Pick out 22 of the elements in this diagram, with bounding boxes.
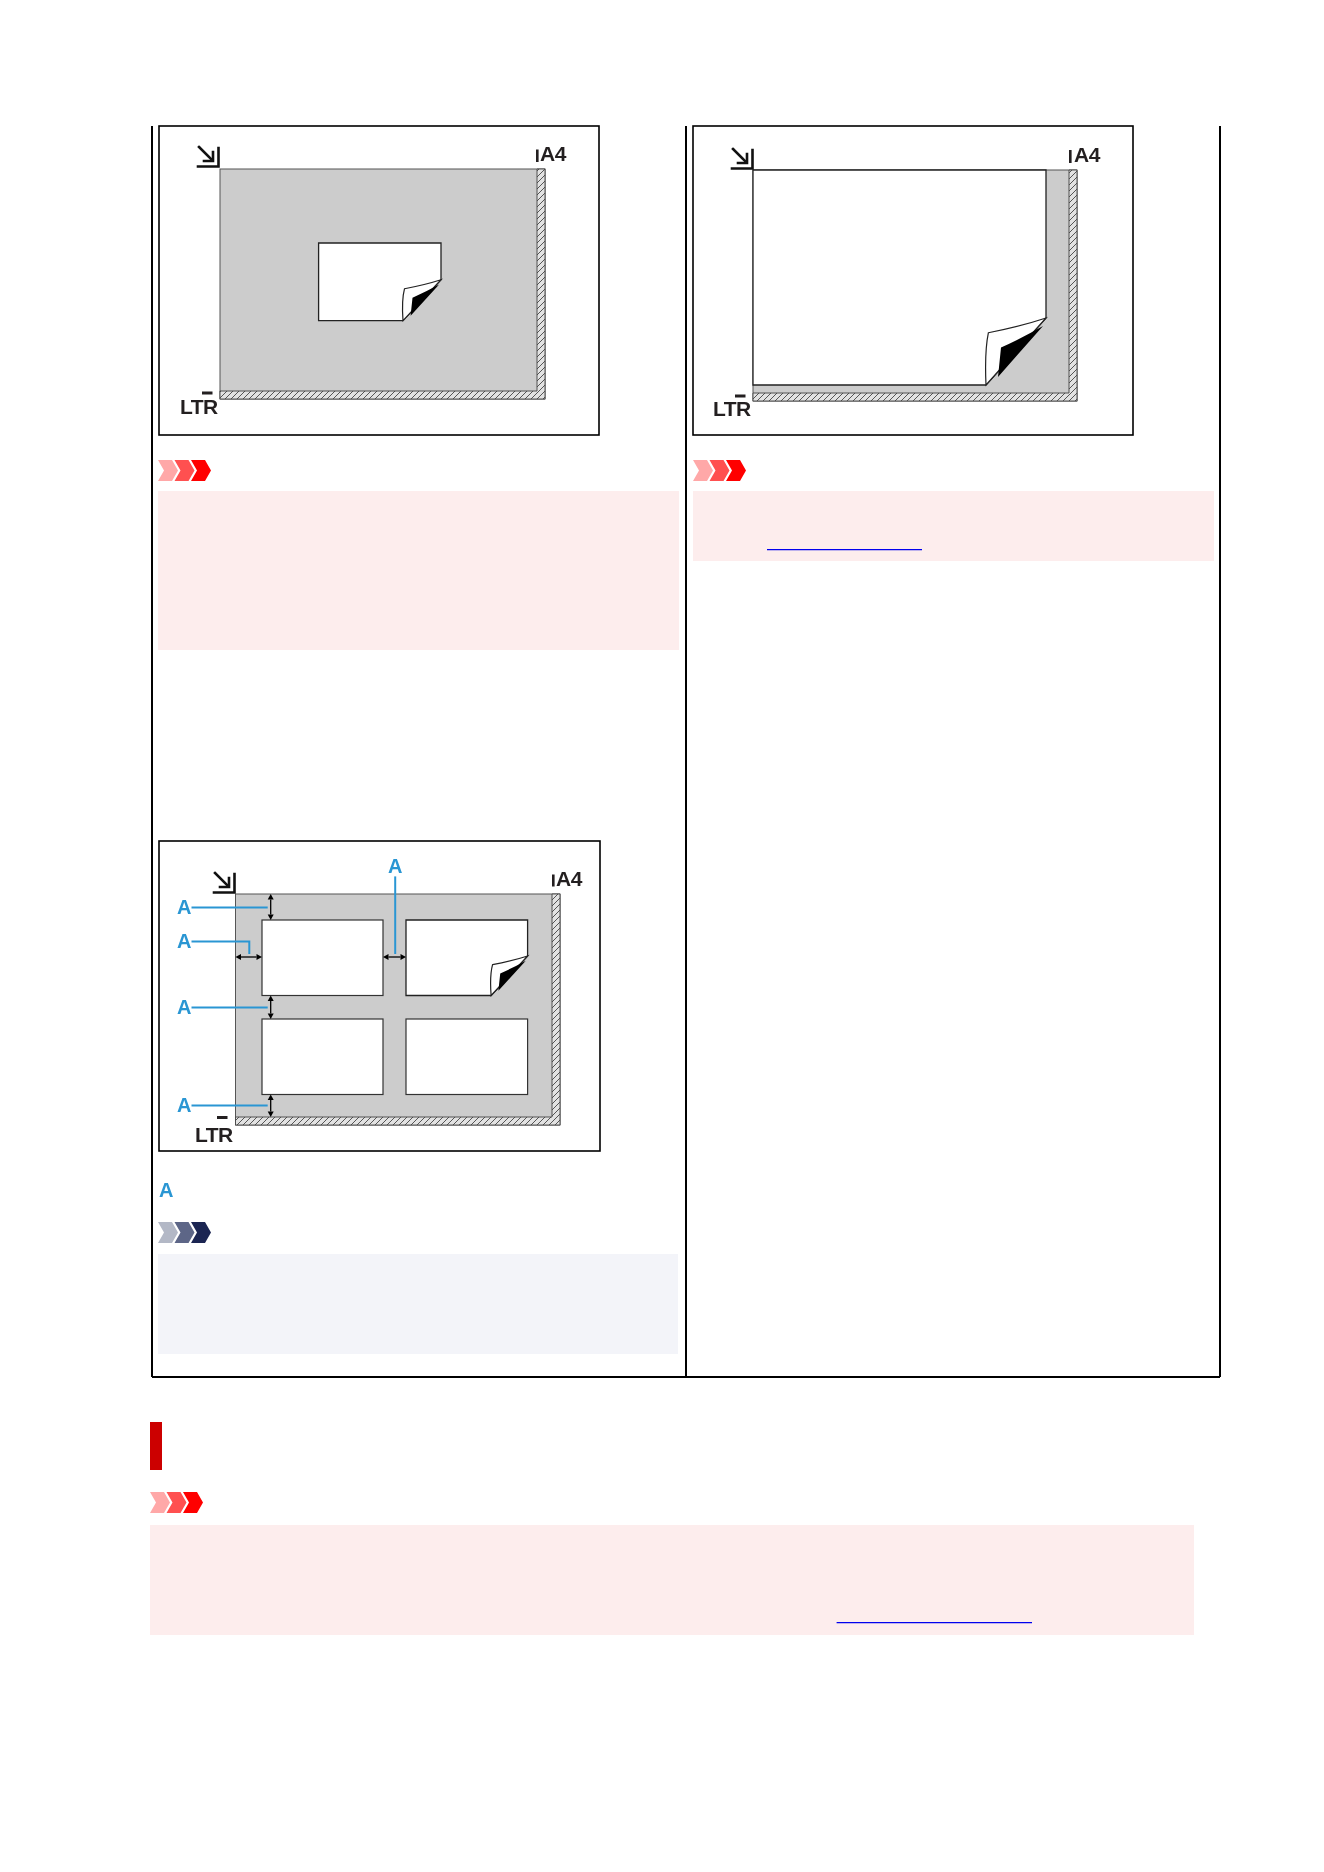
callout-letter: A <box>388 856 403 877</box>
paper-size-label: LTR <box>713 398 751 420</box>
paper-size-label: A4 <box>1074 144 1100 166</box>
dimension-arrow <box>383 954 406 960</box>
leader-line <box>190 906 269 909</box>
callout-letter: A <box>177 1095 192 1116</box>
callout-letter: A <box>177 997 192 1018</box>
dimension-arrow <box>267 894 274 920</box>
leader-line <box>190 1006 269 1009</box>
dimension-arrow <box>235 954 262 960</box>
paper-size-label: A4 <box>556 868 582 890</box>
dimension-arrow <box>267 1094 274 1117</box>
callout-letter: A <box>159 1180 174 1201</box>
leader-line <box>190 1104 269 1107</box>
paper-size-label: A4 <box>540 143 566 165</box>
leader-line <box>190 940 251 955</box>
leader-line <box>394 875 397 955</box>
dimension-arrow <box>267 995 274 1019</box>
callout-letter: A <box>177 931 192 952</box>
paper-size-label: LTR <box>195 1124 233 1146</box>
paper-size-label: LTR <box>180 396 218 418</box>
callout-letter: A <box>177 897 192 918</box>
